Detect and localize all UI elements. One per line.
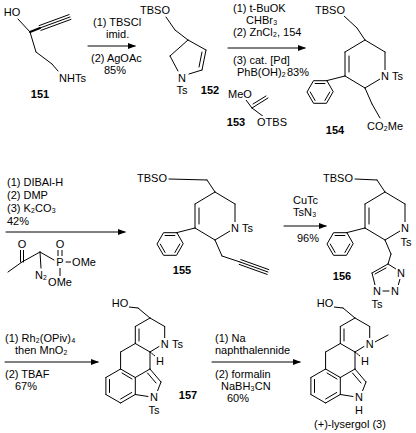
- reagent-text: 96%: [296, 232, 320, 244]
- atom-label: OMe: [47, 276, 73, 288]
- atom-label: H: [155, 355, 165, 367]
- atom-label: HO: [111, 297, 130, 309]
- atom-label: TBSO: [322, 172, 354, 184]
- reagent-text: (2) DMP: [6, 189, 49, 201]
- reagent-text: imid.: [105, 28, 130, 40]
- atom-label: H: [360, 355, 370, 367]
- reagent-text: (1) t-BuOK: [232, 2, 287, 14]
- compound-number: 155: [172, 264, 192, 276]
- atom-label: TBSO: [139, 4, 171, 16]
- atom-label: N: [354, 391, 364, 403]
- reagent-text: then MnO₂: [14, 344, 69, 356]
- atom-label: N: [160, 338, 170, 350]
- atom-label: Ts: [148, 404, 161, 416]
- atom-label: P: [55, 256, 64, 268]
- atom-label: OMe: [71, 256, 97, 268]
- reagent-text: (1) Na: [214, 332, 247, 344]
- reagent-text: CuTc: [292, 194, 319, 206]
- atom-label: CO₂Me: [366, 120, 404, 132]
- compound-number: 151: [30, 88, 50, 100]
- compound-number: 157: [178, 389, 198, 401]
- reagent-text: (2) formalin: [214, 368, 272, 380]
- reagent-text: (1) TBSCl: [92, 16, 142, 28]
- atom-label: MeO: [227, 88, 253, 100]
- atom-label: N: [365, 338, 375, 350]
- reagent-text: (1) DIBAl-H: [6, 176, 64, 188]
- reagent-text: CHBr₃: [245, 14, 278, 26]
- atom-label: Ts: [241, 222, 254, 234]
- reagent-text: 83%: [286, 66, 310, 78]
- reagent-text: NaBH₃CN: [220, 380, 272, 392]
- reagent-text: 85%: [103, 64, 127, 76]
- atom-label: N: [380, 70, 390, 82]
- reagent-text: 67%: [14, 380, 38, 392]
- atom-label: N: [230, 222, 240, 234]
- compound-name: (+)-lysergol (3): [313, 418, 387, 430]
- atom-label: Ts: [400, 236, 413, 248]
- atom-label: TBSO: [136, 172, 168, 184]
- atom-label: N: [177, 72, 187, 84]
- compound-number: 153: [226, 116, 246, 128]
- atom-label: N: [396, 267, 406, 279]
- reagent-text: (2) AgOAc: [90, 52, 143, 64]
- atom-label: N: [149, 391, 159, 403]
- atom-label: O: [17, 238, 28, 250]
- atom-label: N₂: [34, 269, 48, 281]
- atom-label: Ts: [391, 70, 404, 82]
- compound-number: 152: [200, 84, 220, 96]
- atom-label: TBSO: [314, 4, 346, 16]
- atom-label: N: [372, 285, 382, 297]
- reagent-text: 42%: [6, 215, 30, 227]
- reagent-text: (2) TBAF: [4, 368, 50, 380]
- atom-label: Ts: [176, 84, 189, 96]
- reagent-text: (2) ZnCl₂, 154: [232, 26, 302, 38]
- atom-label: N: [400, 222, 410, 234]
- reagent-text: (3) cat. [Pd]: [232, 54, 291, 66]
- reagent-text: (1) Rh₂(OPiv)₄: [4, 332, 77, 344]
- atom-label: HO: [3, 6, 22, 18]
- compound-number: 154: [325, 124, 345, 136]
- atom-label: O: [55, 238, 66, 250]
- atom-label: HO: [316, 297, 335, 309]
- reagent-text: (3) K₂CO₃: [6, 202, 57, 214]
- reagent-text: PhB(OH)₂: [236, 66, 287, 78]
- reagent-text: 60%: [226, 392, 250, 404]
- reagent-text: TsN₃: [292, 206, 317, 218]
- atom-label: Ts: [371, 298, 384, 310]
- compound-number: 156: [332, 270, 352, 282]
- atom-label: OTBS: [256, 116, 288, 128]
- atom-label: N: [390, 285, 400, 297]
- atom-label: Ts: [171, 338, 184, 350]
- atom-label: H: [354, 404, 364, 416]
- reagent-text: naphthalennide: [214, 344, 291, 356]
- atom-label: NHTs: [58, 72, 87, 84]
